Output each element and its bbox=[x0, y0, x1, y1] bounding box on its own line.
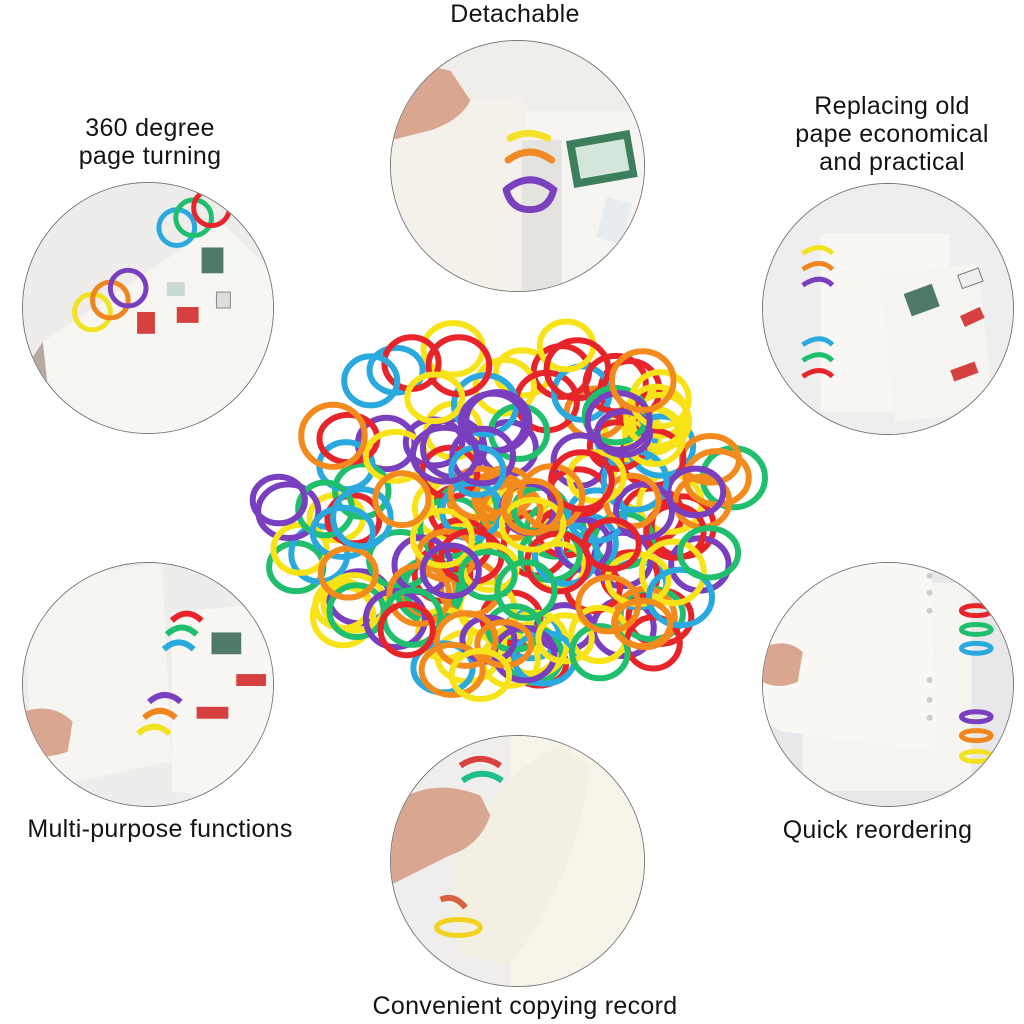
copying-record-photo bbox=[390, 735, 645, 987]
binder-ring bbox=[543, 337, 612, 402]
binder-ring bbox=[584, 390, 653, 453]
multi-purpose-scene bbox=[23, 563, 273, 806]
binder-ring bbox=[611, 597, 674, 649]
binder-ring bbox=[677, 525, 742, 581]
binder-ring bbox=[447, 465, 514, 521]
binder-ring bbox=[494, 559, 558, 622]
feature-label-quick-reordering: Quick reordering bbox=[782, 816, 973, 844]
binder-ring bbox=[638, 538, 707, 607]
binder-ring bbox=[448, 648, 513, 702]
binder-ring bbox=[629, 369, 692, 430]
feature-label-multi-purpose: Multi-purpose functions bbox=[27, 815, 293, 843]
binder-ring bbox=[404, 371, 466, 425]
binder-ring bbox=[575, 574, 642, 635]
copying-record-scene bbox=[391, 736, 644, 986]
binder-ring bbox=[535, 612, 595, 665]
binder-ring bbox=[309, 504, 376, 560]
binder-ring bbox=[646, 566, 715, 629]
page-turning-scene bbox=[23, 183, 273, 433]
feature-label-replacing-paper: Replacing old pape economical and practi… bbox=[760, 92, 1024, 176]
binder-ring bbox=[613, 481, 675, 542]
feature-label-copying-record: Convenient copying record bbox=[372, 992, 678, 1020]
binder-ring bbox=[623, 383, 690, 450]
binder-ring bbox=[409, 424, 480, 485]
binder-ring bbox=[298, 401, 368, 470]
binder-ring bbox=[330, 486, 394, 550]
feature-label-line: pape economical bbox=[795, 120, 989, 148]
page-turning-photo bbox=[22, 182, 274, 434]
feature-label-line: Replacing old bbox=[814, 92, 970, 120]
binder-ring bbox=[608, 348, 677, 413]
binder-ring bbox=[548, 449, 615, 512]
binder-ring bbox=[341, 353, 401, 409]
binder-ring bbox=[566, 449, 627, 505]
binder-ring bbox=[418, 641, 486, 698]
replacing-paper-scene bbox=[763, 184, 1013, 434]
detachable-scene bbox=[391, 41, 644, 291]
feature-label-page-turning: 360 degree page turning bbox=[30, 114, 270, 170]
binder-ring bbox=[362, 588, 428, 651]
feature-label-detachable: Detachable bbox=[450, 0, 580, 28]
replacing-paper-photo bbox=[762, 183, 1014, 435]
multi-purpose-photo bbox=[22, 562, 274, 807]
binder-ring bbox=[569, 623, 631, 682]
binder-ring bbox=[372, 470, 432, 529]
binder-ring bbox=[317, 545, 379, 601]
binder-rings-pile bbox=[249, 318, 768, 702]
detachable-photo bbox=[390, 40, 645, 292]
feature-label-line: page turning bbox=[78, 142, 222, 170]
binder-ring bbox=[458, 548, 518, 601]
feature-label-line: 360 degree bbox=[85, 114, 215, 142]
quick-reordering-scene bbox=[763, 563, 1013, 806]
binder-ring bbox=[409, 507, 475, 569]
binder-ring bbox=[498, 497, 567, 553]
binder-ring bbox=[665, 465, 727, 519]
binder-ring bbox=[249, 473, 308, 527]
binder-ring bbox=[449, 425, 517, 487]
binder-ring bbox=[419, 542, 482, 600]
feature-label-line: and practical bbox=[819, 148, 965, 176]
binder-ring bbox=[377, 601, 436, 659]
binder-ring bbox=[581, 517, 642, 572]
quick-reordering-photo bbox=[762, 562, 1014, 807]
binder-ring bbox=[433, 610, 499, 669]
